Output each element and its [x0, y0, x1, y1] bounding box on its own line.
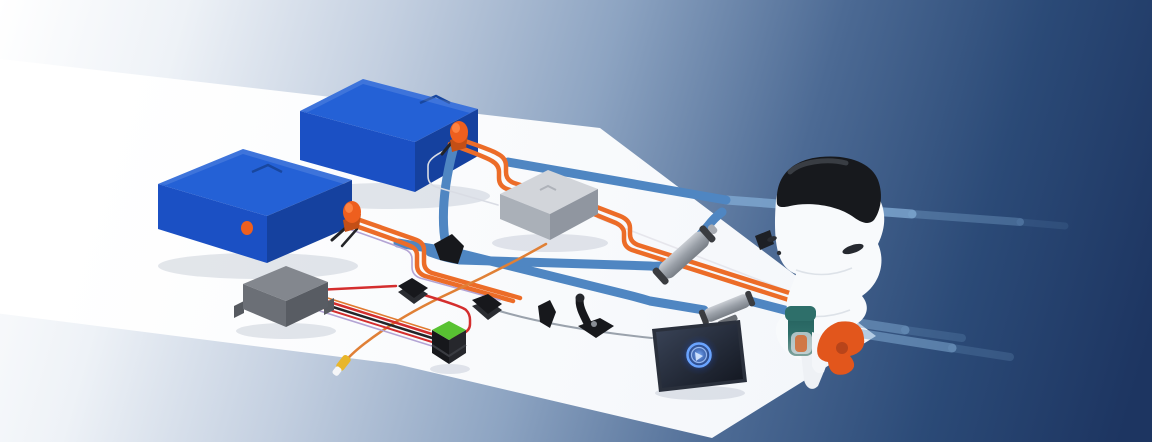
switch-green-top [432, 321, 466, 340]
battery-logo-chevron-icon [419, 94, 451, 105]
connector-cap [699, 225, 716, 243]
hv-cable [347, 221, 516, 304]
charge-plug [332, 354, 351, 376]
cable-clamp [434, 234, 464, 264]
charger-front-face [243, 284, 286, 327]
highlight [345, 203, 353, 213]
charger-top-face [243, 266, 328, 301]
controller-side-face [550, 189, 598, 240]
signal-wire [597, 217, 807, 299]
hv-cable [453, 135, 559, 199]
throttle-hinge [591, 321, 597, 327]
highlight [452, 123, 460, 133]
connector-barrel [703, 294, 751, 322]
propeller [817, 321, 865, 375]
control-bracket [538, 300, 556, 328]
blue-cable-main-diagonal [441, 245, 709, 315]
cable-connector-1 [652, 224, 718, 285]
battery-switch [431, 321, 467, 364]
battery-terminals [241, 121, 468, 235]
connector-cap [745, 290, 756, 307]
red-wire [412, 290, 472, 340]
lv-wire [318, 301, 434, 340]
logo-inner-ring-icon [690, 346, 708, 364]
connector-cap [652, 267, 669, 285]
charger-box [234, 266, 334, 327]
orange-hv-cables [347, 135, 821, 311]
canister-cap [785, 306, 816, 321]
terminal-stub [440, 140, 454, 156]
highlight [158, 149, 352, 185]
battery-top-face [300, 79, 478, 142]
mount-bracket [755, 230, 774, 250]
battery-pack-lower [158, 149, 352, 263]
controller-front-face [500, 194, 550, 240]
cooling-canister [785, 306, 816, 356]
charge-cable [343, 242, 548, 364]
cable-harness [314, 135, 1069, 364]
terminal-stub [340, 227, 359, 248]
cowling-highlight [787, 158, 849, 175]
inline-fuse-2 [472, 294, 502, 320]
signal-wire [427, 149, 499, 206]
canister-filter [795, 335, 807, 352]
helm-display [652, 320, 747, 392]
switch-front-face [432, 330, 449, 364]
vent-slit-icon [767, 236, 777, 242]
hv-cable [351, 215, 523, 301]
signal-wires [427, 149, 807, 299]
red-fuse-wires [314, 284, 472, 340]
panel-line [795, 267, 853, 276]
lv-wire [317, 294, 431, 331]
outboard-motor [755, 156, 885, 389]
lv-wire [319, 306, 433, 343]
motor-controller-box [500, 170, 598, 240]
connector-cap [698, 309, 709, 326]
terminal-connector-icon [241, 221, 253, 235]
sense-wire [345, 227, 501, 301]
terminal-connector-icon [343, 201, 361, 223]
plug-tip [332, 366, 342, 376]
battery-side-face [267, 180, 352, 263]
lv-wire-bundle [317, 294, 434, 347]
charger-side-face [286, 282, 328, 327]
lv-wire [318, 297, 434, 336]
battery-front-face [158, 184, 267, 263]
logo-ring-icon [686, 342, 712, 368]
highlight [300, 79, 478, 113]
fuse-body [398, 278, 428, 298]
switch-band [431, 344, 467, 358]
throttle-control [575, 293, 614, 338]
controller-top-face [500, 170, 598, 214]
switch-side-face [449, 330, 466, 364]
vent-slit-icon [842, 243, 864, 255]
battery-front-face [300, 111, 415, 192]
display-wire [495, 309, 653, 339]
fuse-body [472, 294, 502, 314]
connector-nipple [707, 224, 718, 235]
propeller-hub [836, 342, 848, 354]
hv-cable [591, 203, 821, 305]
blue-cable-top-run [503, 157, 731, 205]
logo-mark-icon [695, 352, 703, 361]
battery-top-face [158, 149, 352, 216]
motor-cowling [776, 156, 881, 223]
throttle-knob [575, 293, 585, 303]
mount-flange [234, 301, 244, 318]
connector-barrel [658, 231, 710, 279]
battery-logo-chevron-icon [251, 163, 283, 174]
terminal-connector-icon [450, 121, 468, 143]
plug-body [336, 354, 351, 371]
hv-cable [447, 141, 552, 205]
lv-wire [319, 310, 433, 347]
hv-cable [591, 211, 817, 311]
mount-bolt [776, 250, 782, 256]
controller-logo-icon [539, 184, 557, 191]
inline-fuse-1 [398, 278, 428, 304]
red-wire [314, 284, 398, 292]
throttle-base [578, 318, 614, 338]
